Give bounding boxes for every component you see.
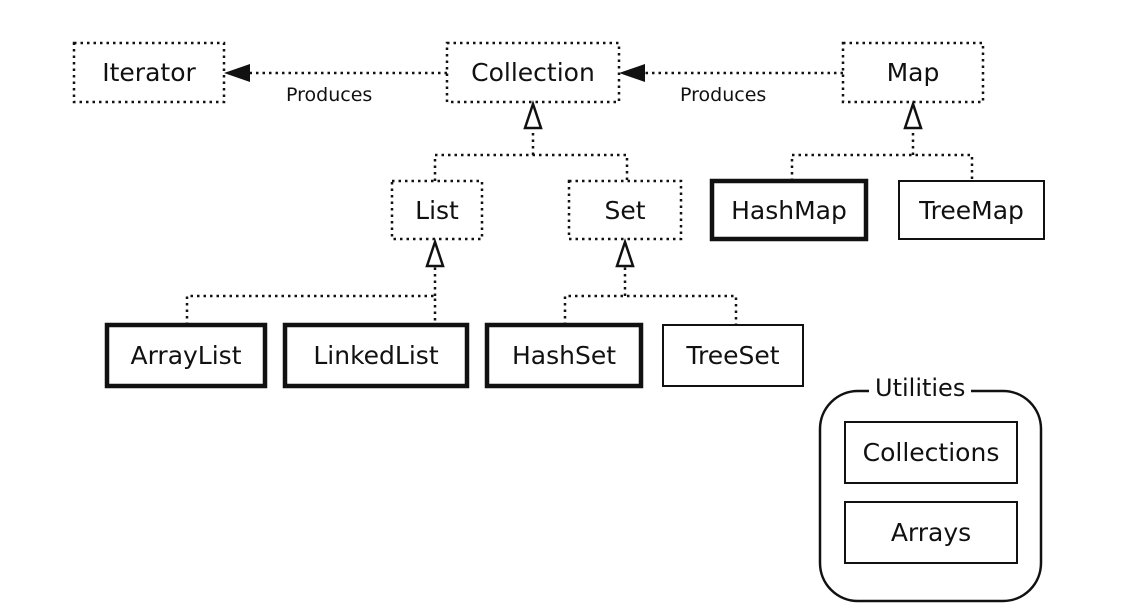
arrays-box	[844, 501, 1018, 564]
list-label: List	[415, 195, 459, 225]
linkedlist-box	[282, 322, 470, 389]
treeset-label: TreeSet	[686, 341, 780, 370]
collection-inheritance-arrowhead	[523, 100, 543, 130]
map-to-collection-arrowhead	[619, 64, 645, 82]
arraylist-label: ArrayList	[130, 341, 242, 370]
hashset-box	[484, 322, 644, 389]
map-label: Map	[886, 58, 940, 87]
collection-iterator-produces-label: Produces	[286, 84, 373, 106]
set-box	[567, 179, 683, 241]
iterator-box	[72, 41, 226, 104]
set-inheritance-arrowhead	[615, 238, 635, 268]
hashset-label: HashSet	[511, 341, 617, 370]
treeset-box	[662, 324, 804, 387]
set-label: Set	[604, 195, 646, 225]
list-set-connector	[433, 153, 629, 181]
treemap-box	[898, 180, 1045, 240]
utilities-group-label: Utilities	[869, 374, 972, 402]
collections-label: Collections	[862, 438, 1000, 467]
collection-to-iterator-arrowhead	[224, 64, 250, 82]
linkedlist-label: LinkedList	[313, 341, 439, 370]
collections-box	[844, 421, 1018, 484]
collection-box	[445, 41, 621, 104]
arrays-label: Arrays	[890, 518, 972, 547]
list-children-connector	[185, 294, 437, 325]
hashmap-label: HashMap	[731, 195, 847, 225]
list-inheritance-arrowhead	[425, 238, 445, 268]
map-inheritance-arrowhead	[903, 100, 923, 130]
hashmap-box	[709, 178, 869, 242]
map-collection-produces-label: Produces	[680, 84, 767, 106]
set-children-connector	[563, 294, 738, 325]
iterator-label: Iterator	[102, 58, 196, 87]
treemap-label: TreeMap	[919, 195, 1024, 225]
collection-label: Collection	[471, 58, 595, 87]
map-children-connector	[790, 153, 974, 181]
list-box	[390, 179, 484, 241]
